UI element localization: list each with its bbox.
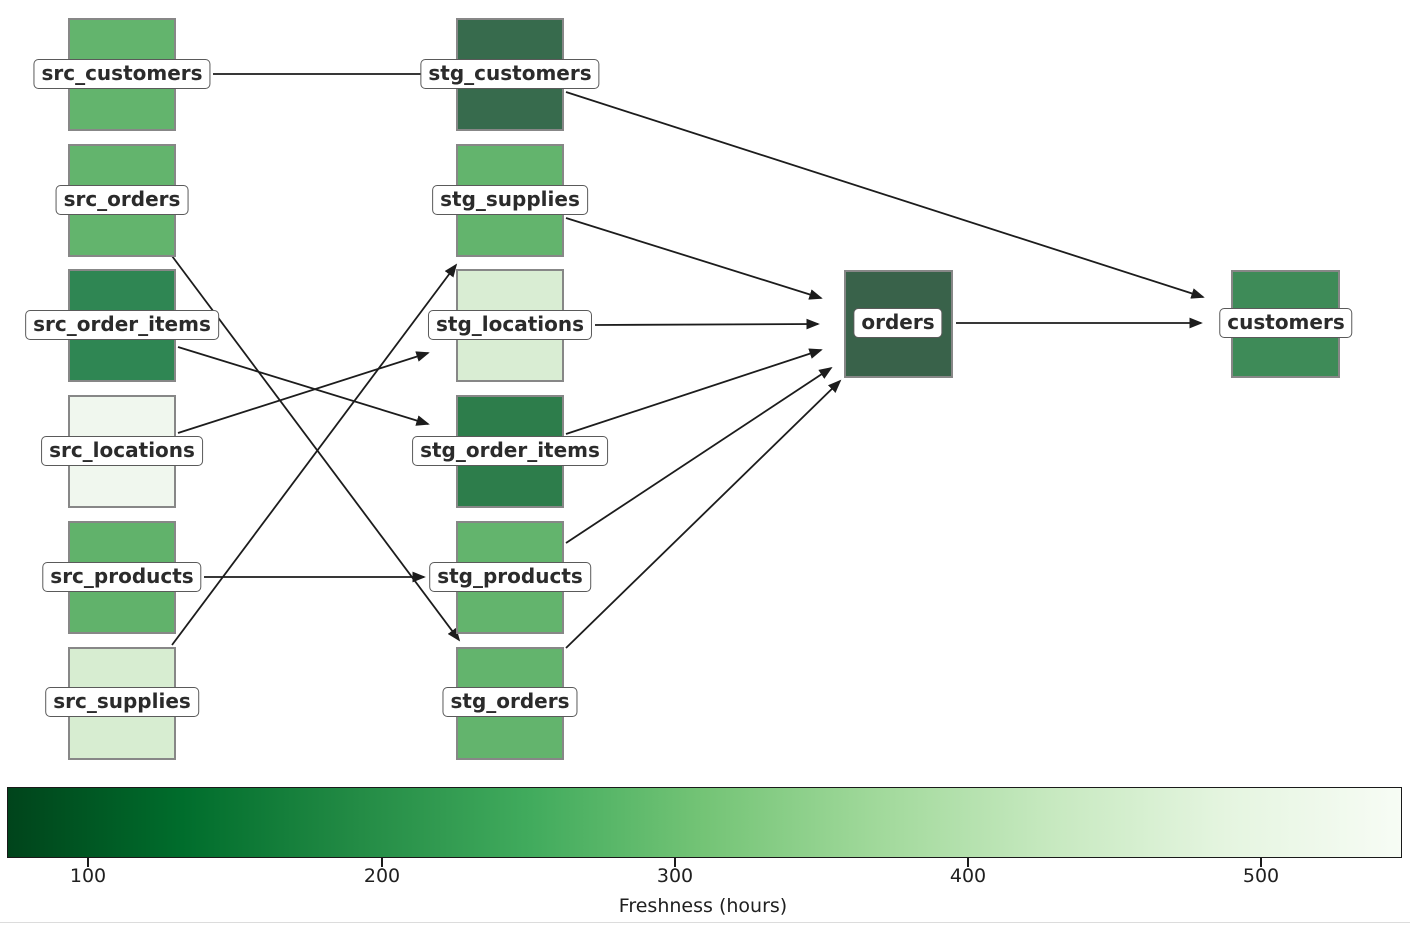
colorbar-tick-label: 300 bbox=[656, 865, 694, 887]
figure-bottom-border bbox=[0, 922, 1410, 923]
node-label-customers: customers bbox=[1219, 308, 1353, 338]
colorbar-tick-mark bbox=[87, 858, 89, 867]
node-label-src_supplies: src_supplies bbox=[45, 687, 199, 717]
edge-src_locations-stg_locations bbox=[177, 351, 430, 434]
node-label-stg_customers: stg_customers bbox=[420, 59, 600, 89]
node-label-src_order_items: src_order_items bbox=[25, 310, 219, 340]
edge-stg_products-orders bbox=[565, 366, 833, 544]
colorbar-tick-mark bbox=[381, 858, 383, 867]
node-label-src_customers: src_customers bbox=[33, 59, 211, 89]
colorbar-tick-label: 500 bbox=[1242, 865, 1280, 887]
colorbar-tick-label: 400 bbox=[949, 865, 987, 887]
node-label-orders: orders bbox=[853, 308, 943, 338]
edge-src_orders-stg_orders bbox=[171, 255, 461, 642]
node-label-stg_locations: stg_locations bbox=[427, 310, 593, 340]
edge-src_order_items-stg_order_items bbox=[177, 346, 430, 426]
node-label-src_locations: src_locations bbox=[41, 436, 203, 466]
edge-stg_customers-customers bbox=[565, 91, 1205, 299]
node-label-stg_orders: stg_orders bbox=[442, 687, 578, 717]
node-label-stg_products: stg_products bbox=[429, 562, 591, 592]
colorbar-tick-label: 100 bbox=[69, 865, 107, 887]
colorbar-tick-mark bbox=[967, 858, 969, 867]
node-label-src_orders: src_orders bbox=[55, 185, 189, 215]
colorbar-tick-label: 200 bbox=[363, 865, 401, 887]
edge-stg_order_items-orders bbox=[565, 348, 823, 435]
edge-stg_orders-orders bbox=[565, 379, 842, 649]
edge-stg_supplies-orders bbox=[565, 217, 823, 300]
colorbar-axis-label: Freshness (hours) bbox=[618, 895, 788, 917]
colorbar-tick-mark bbox=[1260, 858, 1262, 867]
colorbar-tick-mark bbox=[674, 858, 676, 867]
colorbar-gradient bbox=[7, 787, 1402, 858]
node-label-src_products: src_products bbox=[42, 562, 202, 592]
node-label-stg_order_items: stg_order_items bbox=[412, 436, 608, 466]
edge-src_supplies-stg_supplies bbox=[171, 263, 458, 646]
edge-stg_locations-orders bbox=[594, 318, 820, 330]
node-label-stg_supplies: stg_supplies bbox=[432, 185, 588, 215]
